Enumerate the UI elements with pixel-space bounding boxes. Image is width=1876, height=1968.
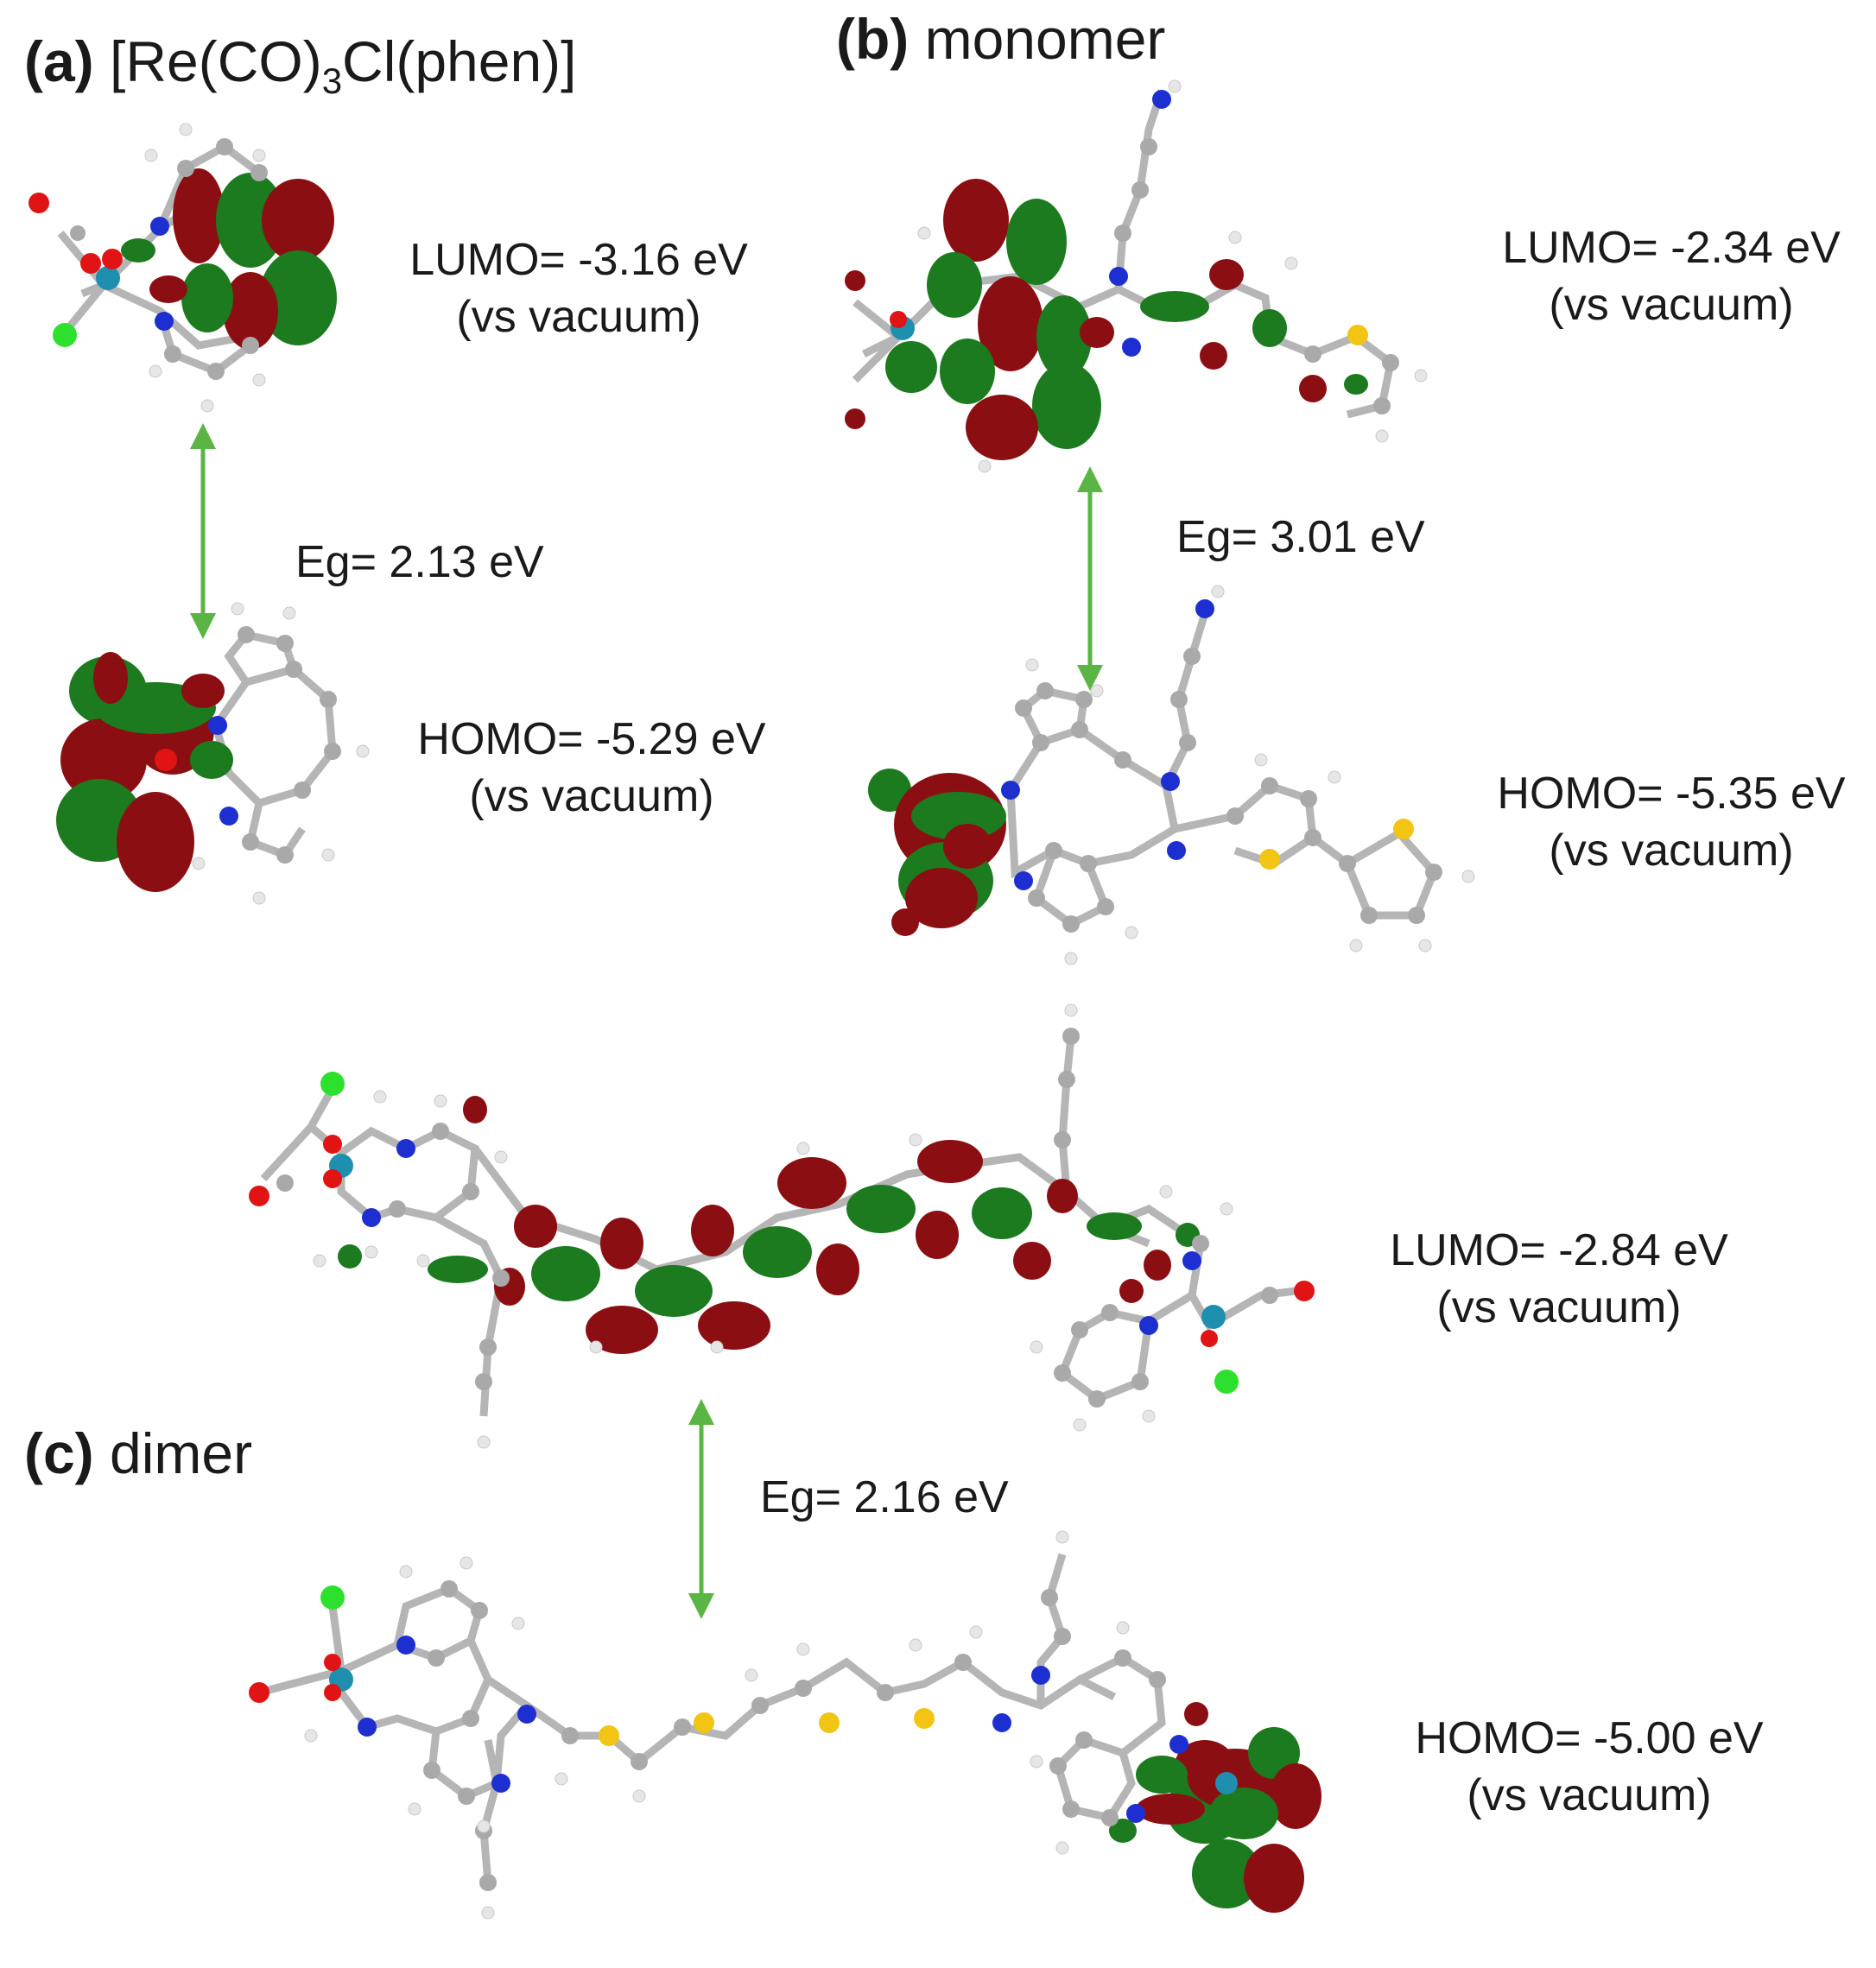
lumo-energy: LUMO= -3.16 eV bbox=[409, 235, 748, 285]
panel-c-homo-molecule bbox=[249, 1530, 1321, 1920]
homo-energy: HOMO= -5.35 eV bbox=[1497, 769, 1846, 819]
vacuum-reference: (vs vacuum) bbox=[1549, 280, 1794, 330]
vacuum-reference: (vs vacuum) bbox=[1467, 1770, 1712, 1820]
vacuum-reference: (vs vacuum) bbox=[456, 292, 701, 342]
panel-c-eg-text: Eg= 2.16 eV bbox=[760, 1472, 1009, 1522]
panel-b-eg-text: Eg= 3.01 eV bbox=[1176, 512, 1425, 562]
panel-c-homo-text: HOMO= -5.00 eV (vs vacuum) bbox=[1386, 1710, 1792, 1824]
panel-a-homo-text: HOMO= -5.29 eV (vs vacuum) bbox=[393, 711, 790, 825]
panel-a-eg-text: Eg= 2.13 eV bbox=[295, 537, 544, 587]
panel-a-lumo-text: LUMO= -3.16 eV (vs vacuum) bbox=[380, 231, 777, 345]
panel-c-lumo-text: LUMO= -2.84 eV (vs vacuum) bbox=[1356, 1222, 1762, 1336]
panel-a-lumo-molecule bbox=[29, 123, 337, 413]
panel-c-label: (c) dimer bbox=[24, 1421, 253, 1485]
panel-a-label: (a) [Re(CO)3Cl(phen)] bbox=[24, 29, 577, 101]
homo-energy: HOMO= -5.00 eV bbox=[1415, 1713, 1764, 1763]
vacuum-reference: (vs vacuum) bbox=[1436, 1282, 1682, 1332]
homo-energy: HOMO= -5.29 eV bbox=[417, 714, 766, 764]
vacuum-reference: (vs vacuum) bbox=[1549, 826, 1794, 876]
panel-b-homo-molecule bbox=[868, 585, 1475, 965]
panel-b-label: (b) monomer bbox=[836, 7, 1166, 71]
vacuum-reference: (vs vacuum) bbox=[469, 771, 714, 821]
panel-a-homo-molecule bbox=[56, 602, 370, 905]
lumo-energy: LUMO= -2.84 eV bbox=[1390, 1225, 1728, 1275]
panel-c-lumo-molecule bbox=[249, 1003, 1315, 1449]
panel-b-lumo-text: LUMO= -2.34 eV (vs vacuum) bbox=[1468, 219, 1874, 333]
panel-b-lumo-molecule bbox=[845, 79, 1428, 473]
panel-b-homo-text: HOMO= -5.35 eV (vs vacuum) bbox=[1468, 765, 1874, 879]
lumo-energy: LUMO= -2.34 eV bbox=[1502, 223, 1841, 273]
